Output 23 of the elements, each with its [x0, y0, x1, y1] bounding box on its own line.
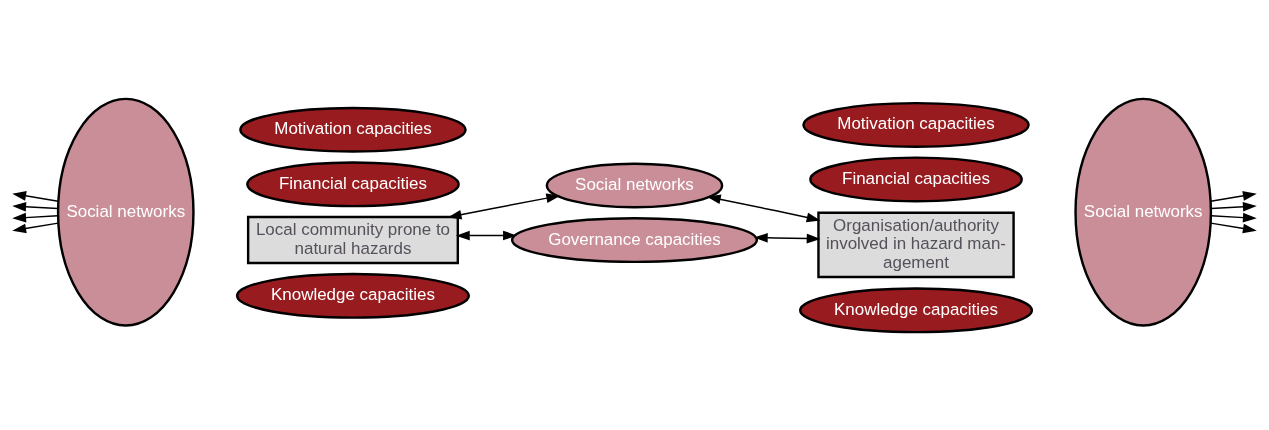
arrow [447, 192, 561, 219]
arrow [1210, 201, 1257, 212]
node-ellipse: Motivation capacities [239, 106, 467, 153]
arrow [12, 221, 59, 233]
arrow [1210, 212, 1257, 222]
arrow [706, 194, 821, 222]
node-box: Local community prone to natural hazards [246, 215, 459, 264]
arrow [1210, 190, 1257, 202]
node-ellipse: Social networks [1074, 97, 1213, 327]
arrow [455, 230, 517, 240]
arrow [12, 212, 59, 222]
node-ellipse: Motivation capacities [802, 101, 1030, 148]
node-ellipse: Social networks [56, 97, 195, 327]
arrow [12, 190, 59, 202]
arrow [1210, 221, 1257, 233]
node-box: Organisation/authority involved in hazard man- agement [817, 211, 1015, 278]
node-ellipse: Knowledge capacities [798, 286, 1034, 333]
arrow [12, 201, 59, 212]
arrow [753, 232, 821, 243]
node-ellipse: Financial capacities [246, 160, 460, 207]
node-ellipse: Knowledge capacities [235, 272, 471, 319]
node-ellipse: Financial capacities [809, 155, 1023, 202]
node-ellipse: Governance capacities [510, 216, 759, 263]
